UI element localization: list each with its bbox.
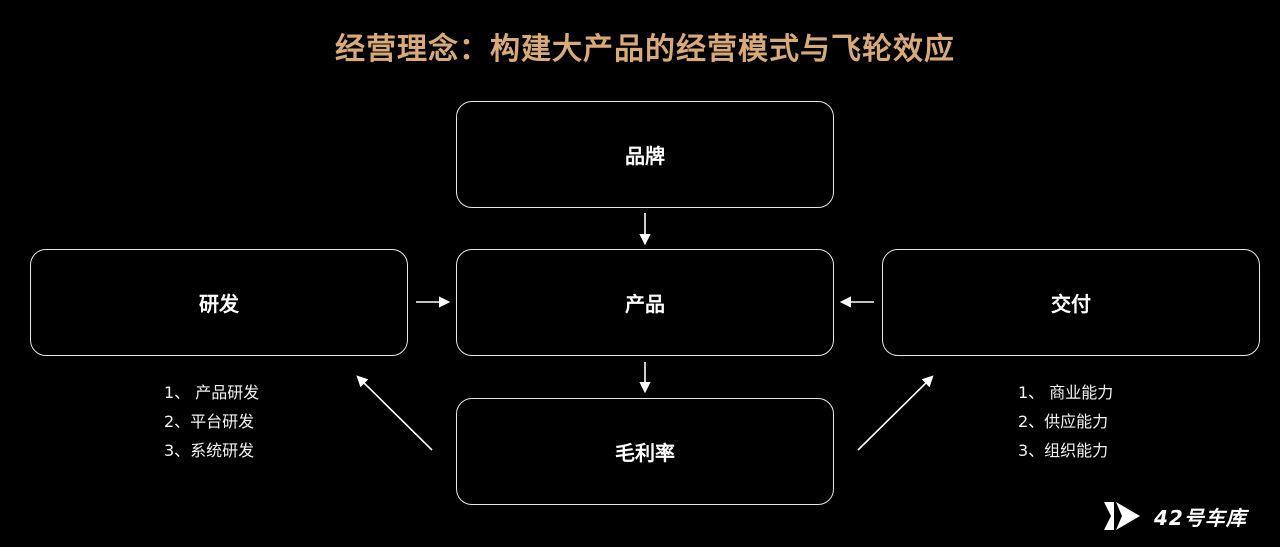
rd-list-item: 1、 产品研发 [164,383,260,402]
delivery-list: 1、 商业能力 2、供应能力 3、组织能力 [1018,378,1113,465]
node-margin: 毛利率 [456,398,834,505]
node-product-label: 产品 [625,292,665,316]
page-title: 经营理念：构建大产品的经营模式与飞轮效应 [335,32,955,67]
play-logo-icon [1104,502,1140,530]
delivery-list-item: 3、组织能力 [1018,441,1109,460]
rd-list-item: 2、平台研发 [164,412,255,431]
rd-list: 1、 产品研发 2、平台研发 3、系统研发 [164,378,259,465]
node-delivery-label: 交付 [1051,292,1091,316]
node-rd: 研发 [30,249,408,356]
node-brand: 品牌 [456,101,834,208]
arrow-margin-to-delivery [857,375,934,451]
node-margin-label: 毛利率 [615,441,675,465]
node-brand-label: 品牌 [625,144,665,168]
arrow-margin-to-rd [356,375,433,451]
node-rd-label: 研发 [199,292,239,316]
node-product: 产品 [456,249,834,356]
delivery-list-item: 1、 商业能力 [1018,383,1114,402]
delivery-list-item: 2、供应能力 [1018,412,1109,431]
node-delivery: 交付 [882,249,1260,356]
brand-logo: 42号车库 [1100,495,1270,537]
rd-list-item: 3、系统研发 [164,441,255,460]
logo-text: 42号车库 [1154,505,1247,530]
